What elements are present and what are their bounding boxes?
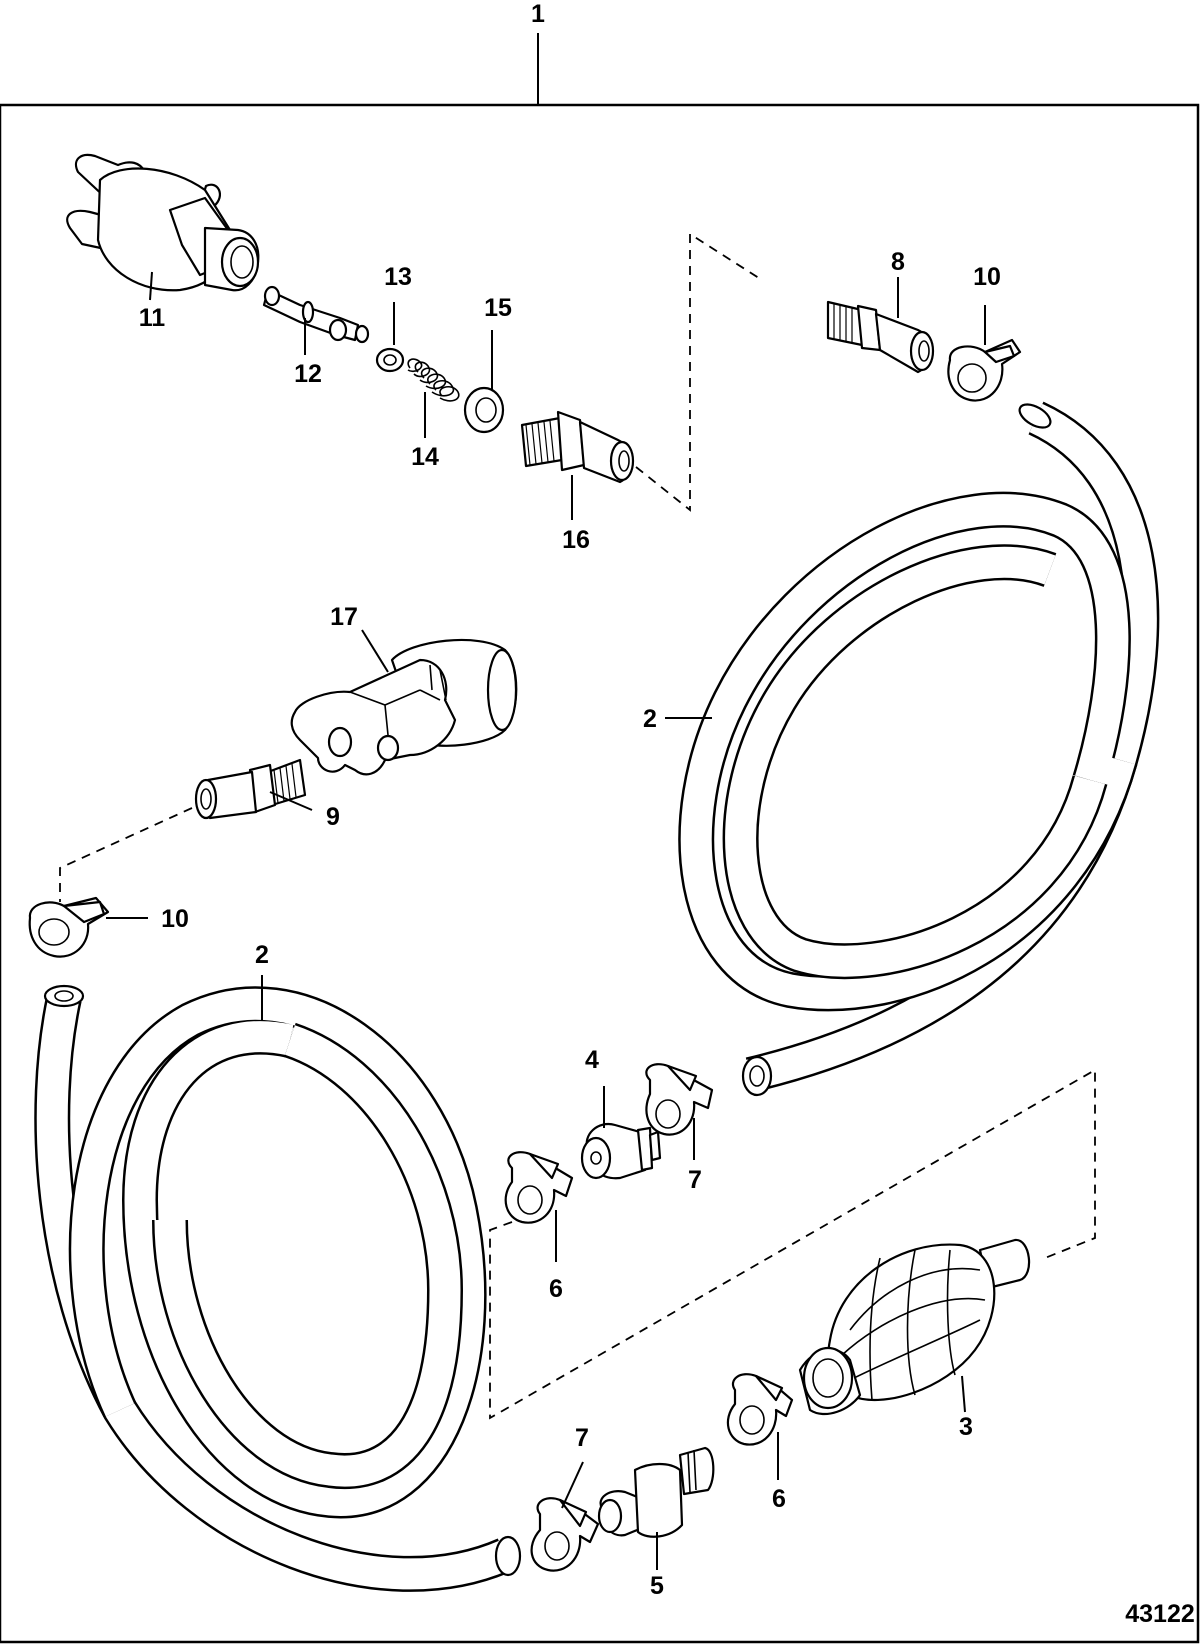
callout-label-17: 17 <box>330 603 358 631</box>
hose-clamp-top <box>947 338 1022 402</box>
hose-clamp-left <box>28 896 110 958</box>
callout-label-2a: 2 <box>643 705 657 733</box>
callout-label-15: 15 <box>484 294 512 322</box>
callout-label-8: 8 <box>891 248 905 276</box>
hose-clamp-6-top <box>504 1151 574 1224</box>
kit-boundary-box <box>0 103 1200 1644</box>
washer <box>463 386 505 434</box>
callout-label-6b: 6 <box>772 1485 786 1513</box>
callout-label-5: 5 <box>650 1572 664 1600</box>
kit-callout-label: 1 <box>531 0 545 28</box>
callout-leader-9 <box>269 791 313 811</box>
callout-label-4: 4 <box>585 1046 599 1074</box>
callout-label-3: 3 <box>959 1413 973 1441</box>
dashed-assembly-line-left <box>59 807 193 902</box>
fuel-connector-engine-end <box>66 153 260 292</box>
callout-label-16: 16 <box>562 526 590 554</box>
callout-label-13: 13 <box>384 263 412 291</box>
fuel-tank-connector <box>290 638 518 776</box>
dashed-assembly-line-middle <box>489 1068 1096 1420</box>
fuel-hose-left <box>34 984 522 1592</box>
callout-label-7a: 7 <box>688 1166 702 1194</box>
callout-label-2b: 2 <box>255 941 269 969</box>
primer-bulb <box>798 1238 1031 1416</box>
valve-stem <box>262 285 370 344</box>
callout-label-7b: 7 <box>575 1424 589 1452</box>
dashed-assembly-line-top <box>635 232 763 512</box>
check-valve <box>580 1122 662 1180</box>
hose-clamp-7-bottom <box>530 1497 600 1572</box>
callout-leader-7b <box>561 1461 584 1509</box>
callout-leader-3 <box>961 1375 966 1413</box>
callout-label-10a: 10 <box>973 263 1001 291</box>
fuel-hose-right <box>678 401 1160 1097</box>
callout-label-12: 12 <box>294 360 322 388</box>
o-ring <box>375 347 405 373</box>
hose-clamp-7-top <box>645 1063 714 1136</box>
hose-barb-fitting-8 <box>826 300 935 374</box>
hose-clamp-6-bottom <box>726 1373 794 1446</box>
hose-barb-fitting-9 <box>194 758 307 820</box>
spring <box>407 358 460 402</box>
callout-label-9: 9 <box>326 803 340 831</box>
callout-label-6a: 6 <box>549 1275 563 1303</box>
callout-label-10b: 10 <box>161 905 189 933</box>
hose-barb-fitting-16 <box>520 410 635 484</box>
callout-leader-17 <box>361 629 389 673</box>
callout-label-11: 11 <box>139 304 166 332</box>
callout-label-14: 14 <box>411 443 439 471</box>
callout-leader-11 <box>149 271 153 301</box>
check-valve-5 <box>597 1446 715 1538</box>
illustration-reference-number: 43122 <box>1125 1600 1195 1628</box>
